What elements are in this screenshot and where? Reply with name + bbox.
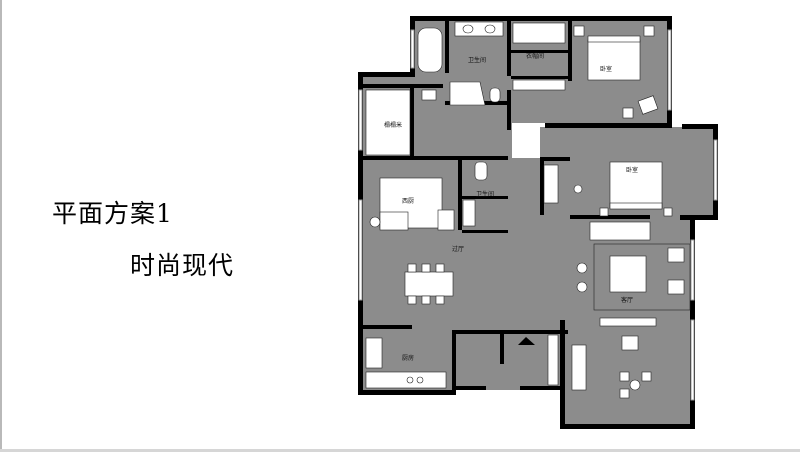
room-labels: 卫生间 衣帽间 卧室 榻榻米 卧室 卫生间 西厨 过厅 客厅 厨房 — [384, 52, 638, 362]
furniture — [365, 21, 691, 399]
slide-left-border — [0, 0, 2, 452]
slide-bottom-border — [0, 449, 800, 452]
room-label-cloakroom: 衣帽间 — [526, 52, 544, 60]
room-label-bedroom-2: 卧室 — [626, 166, 638, 174]
slide-title: 平面方案1 — [52, 199, 173, 228]
room-label-corridor: 过厅 — [452, 245, 464, 253]
room-label-living: 客厅 — [621, 296, 633, 304]
slide-subtitle: 时尚现代 — [130, 251, 235, 280]
room-label-bathroom-2: 卫生间 — [476, 190, 494, 198]
room-label-bedroom-master: 卧室 — [600, 65, 612, 73]
room-label-kitchen: 厨房 — [402, 354, 414, 362]
room-label-study: 榻榻米 — [384, 121, 402, 129]
room-label-dining: 西厨 — [402, 198, 414, 205]
room-label-bathroom-1: 卫生间 — [468, 56, 486, 64]
windows — [358, 29, 718, 401]
